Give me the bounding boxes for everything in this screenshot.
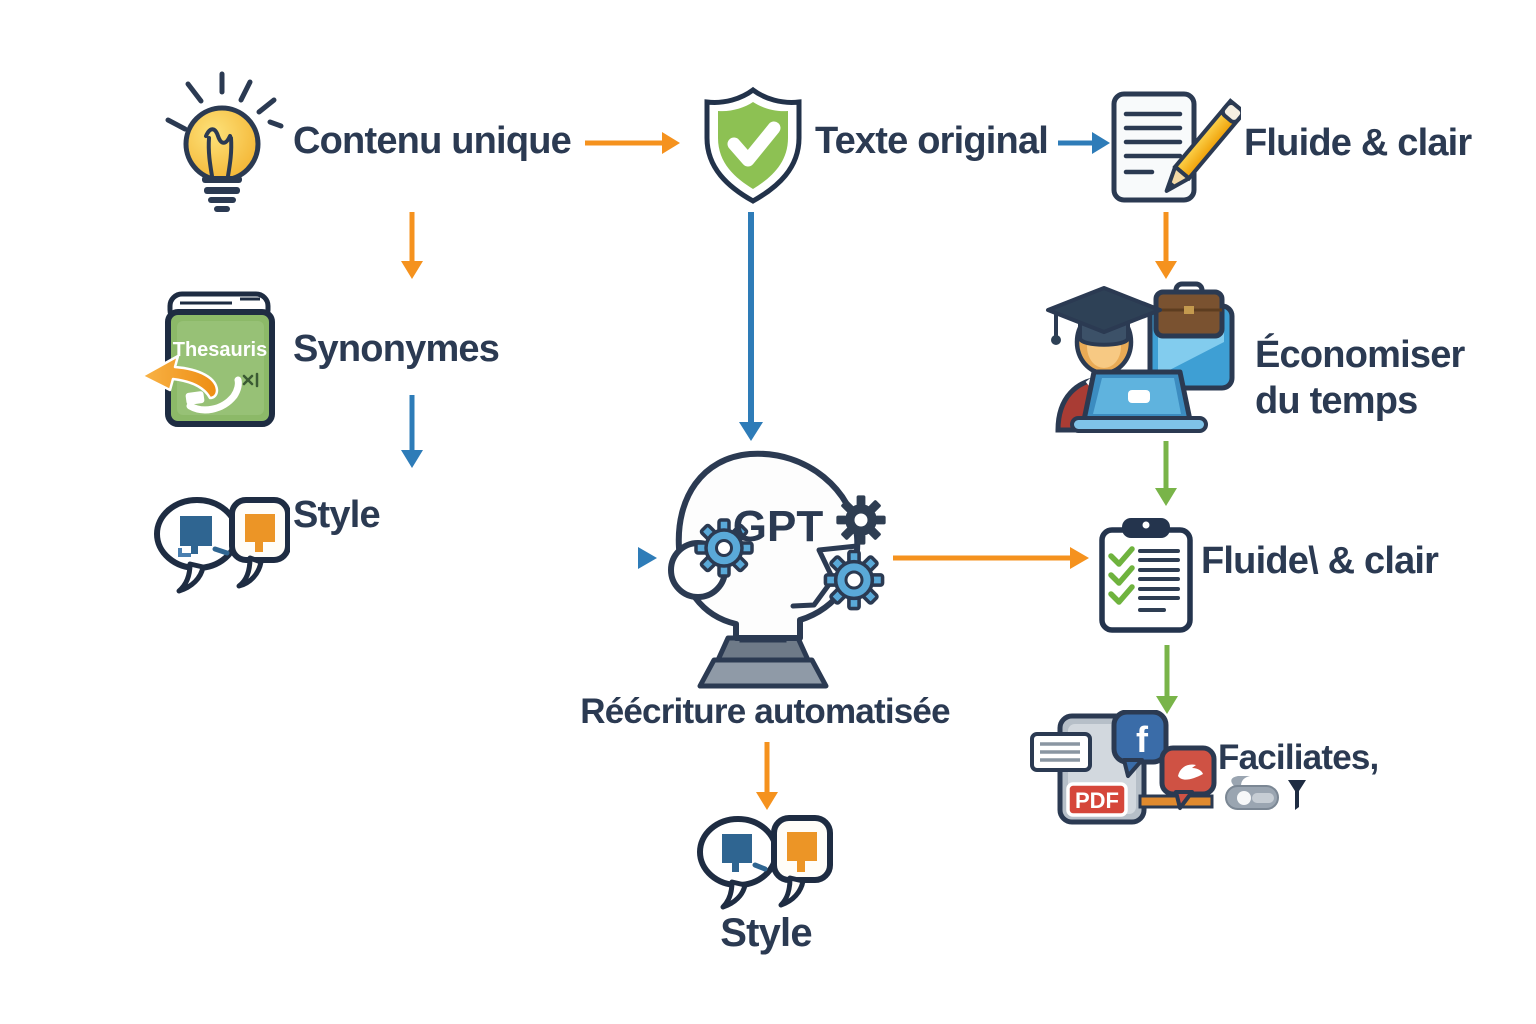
arrow-contenu-to-texte [585, 132, 680, 154]
briefcase [1153, 281, 1225, 339]
label-economiser-line2: du temps [1255, 380, 1418, 422]
arrow-gpt-to-style-bottom [756, 742, 778, 810]
lightbulb-icon [150, 62, 295, 219]
shield-check-icon [698, 86, 808, 213]
chat-bubbles-left-icon [152, 492, 291, 602]
gear-blue-ear-icon [694, 518, 754, 578]
arrow-synonymes-to-style [401, 395, 423, 468]
label-texte-original: Texte original [815, 120, 1049, 162]
blue-square [722, 834, 752, 863]
pdf-social-icons: PDF f [1030, 709, 1218, 833]
stapler-funnel-icons [1222, 774, 1312, 824]
book-mark [242, 372, 259, 388]
funnel-icon [1288, 780, 1306, 810]
pencil [1164, 98, 1248, 193]
orange-square [787, 832, 817, 861]
label-economiser-line1: Économiser [1255, 334, 1465, 376]
orange-square [245, 514, 275, 542]
laptop [1070, 369, 1208, 433]
checklist-lines [1138, 549, 1180, 612]
robot-pedestal [697, 657, 829, 689]
curved-arrow [140, 354, 219, 400]
label-faciliates: Faciliates, [1218, 738, 1379, 777]
pdf-badge: PDF [1066, 782, 1128, 817]
text-snippet-box [1030, 732, 1092, 772]
label-contenu-unique: Contenu unique [293, 120, 572, 162]
tag-icon [1225, 776, 1279, 810]
arrow-texte-to-fluide [1058, 132, 1110, 154]
svg-text:PDF: PDF [1075, 788, 1119, 813]
label-style-bottom: Style [720, 911, 812, 955]
gear-dark-icon [836, 495, 886, 545]
lightbulb-base [202, 176, 242, 212]
blue-square [180, 516, 212, 546]
arrow-gpt-to-checklist [893, 547, 1089, 569]
document-lines [1123, 111, 1183, 175]
book-title: Thesauris [173, 339, 267, 361]
arrow-texte-to-gpt [739, 212, 763, 441]
robot-head [675, 450, 861, 641]
document-pencil-icon [1106, 88, 1248, 217]
arrow-fluide-to-economiser [1155, 212, 1177, 279]
lightbulb-rays [165, 71, 284, 132]
bird-bubble-icon [1159, 745, 1217, 810]
svg-text:f: f [1136, 719, 1149, 760]
robot-head-gears-icon: GPT [648, 448, 893, 697]
arrow-checklist-to-faciliates [1156, 645, 1178, 714]
book-swoosh [185, 376, 242, 414]
gear-blue-right-icon [823, 549, 885, 611]
lightbulb-filament [204, 127, 234, 178]
check-marks [1108, 546, 1135, 605]
arrow-economiser-to-checklist [1155, 441, 1177, 506]
gpt-label: GPT [733, 502, 824, 551]
arrow-contenu-to-synonymes [401, 212, 423, 279]
label-fluide-clair-top: Fluide & clair [1244, 122, 1472, 164]
facebook-bubble-icon: f [1111, 709, 1169, 778]
arrow-style-to-gpt [296, 547, 657, 569]
label-reecriture: Réécriture automatisée [580, 692, 950, 731]
label-fluide-clair-right: Fluide\ & clair [1201, 540, 1439, 582]
checkmark [727, 121, 781, 167]
thesaurus-book-icon: Thesauris [140, 288, 282, 435]
mortarboard [1046, 286, 1162, 347]
chat-bubbles-bottom-icon [694, 812, 834, 915]
label-style-left: Style [293, 494, 381, 536]
clipboard-checklist-icon [1096, 514, 1196, 639]
graduate-laptop-icon [1030, 278, 1245, 443]
label-synonymes: Synonymes [293, 328, 500, 370]
